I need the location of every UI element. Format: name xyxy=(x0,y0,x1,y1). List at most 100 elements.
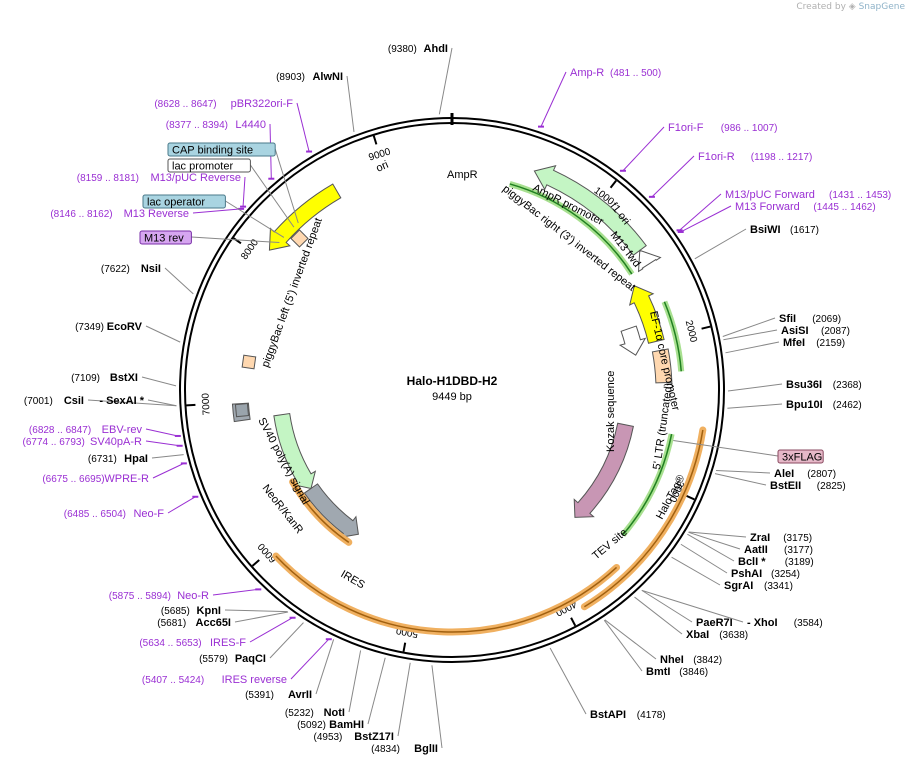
enzyme-label[interactable]: HpaI xyxy=(124,453,148,465)
enzyme-label[interactable]: AsiSI xyxy=(781,325,809,337)
primer-label[interactable]: M13/pUC Forward xyxy=(725,189,815,201)
primer-range: (6828 .. 6847) xyxy=(29,425,91,436)
feature-box-text[interactable]: M13 rev xyxy=(144,233,184,245)
enzyme-leader xyxy=(549,647,587,715)
enzyme-label[interactable]: BglII xyxy=(414,743,438,755)
feature-box xyxy=(290,229,309,248)
primer-leader xyxy=(296,102,310,152)
enzyme-label[interactable]: Bsu36I xyxy=(786,379,822,391)
enzyme-label[interactable]: Bpu10I xyxy=(786,399,823,411)
enzyme-label[interactable]: Acc65I xyxy=(196,617,231,629)
enzyme-leader xyxy=(164,267,194,295)
enzyme-leader xyxy=(727,383,783,392)
enzyme-label[interactable]: BstEII xyxy=(770,480,801,492)
enzyme-position: (3341) xyxy=(764,581,793,592)
feature-box-text[interactable]: 3xFLAG xyxy=(782,452,822,464)
enzyme-label[interactable]: - SexAI * xyxy=(99,395,144,407)
enzyme-leader xyxy=(725,341,780,354)
primer-range: (6485 .. 6504) xyxy=(64,509,126,520)
primer-label[interactable]: Neo-F xyxy=(133,508,164,520)
enzyme-position: (8903) xyxy=(276,72,305,83)
enzyme-position: (7622) xyxy=(101,264,130,275)
enzyme-position: (4834) xyxy=(371,744,400,755)
enzyme-leader xyxy=(234,611,289,623)
feature-leader xyxy=(191,236,280,244)
enzyme-label[interactable]: NotI xyxy=(324,707,345,719)
enzyme-label[interactable]: BamHI xyxy=(329,719,364,731)
primer-leader xyxy=(540,71,567,127)
primer-label[interactable]: WPRE-R xyxy=(104,473,149,485)
enzyme-label[interactable]: ZraI xyxy=(750,532,770,544)
enzyme-label[interactable]: - XhoI xyxy=(747,617,778,629)
enzyme-position: (7349) xyxy=(75,322,104,333)
primer-leader xyxy=(622,126,665,172)
enzyme-label[interactable]: MfeI xyxy=(783,337,805,349)
primer-range: (481 .. 500) xyxy=(610,68,661,79)
enzyme-label[interactable]: SgrAI xyxy=(724,580,753,592)
enzyme-position: (4953) xyxy=(313,732,342,743)
enzyme-label[interactable]: PshAI xyxy=(731,568,762,580)
primer-label[interactable]: F1ori-R xyxy=(698,151,735,163)
enzyme-position: (7109) xyxy=(71,373,100,384)
feature-label-ampr: AmpR xyxy=(447,169,478,181)
primer-range: (5634 .. 5653) xyxy=(139,638,201,649)
enzyme-leader xyxy=(145,325,181,343)
feature-box-text[interactable]: lac promoter xyxy=(172,161,233,173)
enzyme-position: (2069) xyxy=(812,314,841,325)
enzyme-leader xyxy=(715,469,771,474)
enzyme-label[interactable]: NheI xyxy=(660,654,684,666)
enzyme-label[interactable]: BstXI xyxy=(110,372,138,384)
primer-label[interactable]: IRES-F xyxy=(210,637,246,649)
enzyme-label[interactable]: PaqCI xyxy=(235,653,266,665)
primer-label[interactable]: M13 Reverse xyxy=(124,208,189,220)
credit-prefix: Created by xyxy=(796,2,846,12)
primer-range: (8146 .. 8162) xyxy=(50,209,112,220)
enzyme-label[interactable]: CsiI xyxy=(64,395,84,407)
enzyme-label[interactable]: PaeR7I xyxy=(696,617,733,629)
enzyme-label[interactable]: BstAPI xyxy=(590,709,626,721)
enzyme-leader xyxy=(604,619,657,660)
enzyme-label[interactable]: BstZ17I xyxy=(354,731,394,743)
primer-leader xyxy=(680,205,732,233)
green-track-line xyxy=(509,183,633,275)
enzyme-label[interactable]: AatII xyxy=(744,544,768,556)
primer-leader xyxy=(145,428,178,437)
feature-box xyxy=(234,403,250,418)
enzyme-leader xyxy=(603,619,643,672)
primer-label[interactable]: Neo-R xyxy=(177,590,209,602)
enzyme-position: (1617) xyxy=(790,225,819,236)
enzyme-label[interactable]: AvrII xyxy=(288,689,312,701)
primer-label[interactable]: EBV-rev xyxy=(102,424,143,436)
primer-label[interactable]: IRES reverse xyxy=(222,674,287,686)
primer-label[interactable]: L4440 xyxy=(235,119,266,131)
enzyme-label[interactable]: BmtI xyxy=(646,666,670,678)
enzyme-label[interactable]: AhdI xyxy=(424,43,448,55)
primer-label[interactable]: pBR322ori-F xyxy=(231,98,294,110)
snapgene-logo-icon: ◈ xyxy=(848,2,856,12)
tick-mark xyxy=(402,642,407,652)
enzyme-leader xyxy=(714,473,767,486)
primer-label[interactable]: Amp-R xyxy=(570,67,604,79)
enzyme-label[interactable]: XbaI xyxy=(686,629,709,641)
enzyme-leader xyxy=(438,47,453,115)
primer-leader xyxy=(651,155,695,198)
backbone-inner xyxy=(184,122,720,658)
tick-label: 7000 xyxy=(200,392,212,415)
enzyme-label[interactable]: BclI * xyxy=(738,556,766,568)
enzyme-label[interactable]: BsiWI xyxy=(750,224,781,236)
primer-label[interactable]: F1ori-F xyxy=(668,122,704,134)
enzyme-label[interactable]: AleI xyxy=(774,468,794,480)
enzyme-label[interactable]: NsiI xyxy=(141,263,161,275)
enzyme-label[interactable]: AlwNI xyxy=(312,71,343,83)
feature-box-text[interactable]: lac operator xyxy=(147,197,205,209)
feature-leader xyxy=(225,200,285,238)
feature-box-text[interactable]: CAP binding site xyxy=(172,145,253,157)
enzyme-label[interactable]: SfiI xyxy=(779,313,796,325)
primer-label[interactable]: SV40pA-R xyxy=(90,436,142,448)
primer-range: (6774 .. 6793) xyxy=(23,437,85,448)
primer-label[interactable]: M13/pUC Reverse xyxy=(151,172,241,184)
enzyme-label[interactable]: KpnI xyxy=(197,605,221,617)
enzyme-label[interactable]: EcoRV xyxy=(107,321,143,333)
primer-label[interactable]: M13 Forward xyxy=(735,201,800,213)
enzyme-position: (3842) xyxy=(693,655,722,666)
